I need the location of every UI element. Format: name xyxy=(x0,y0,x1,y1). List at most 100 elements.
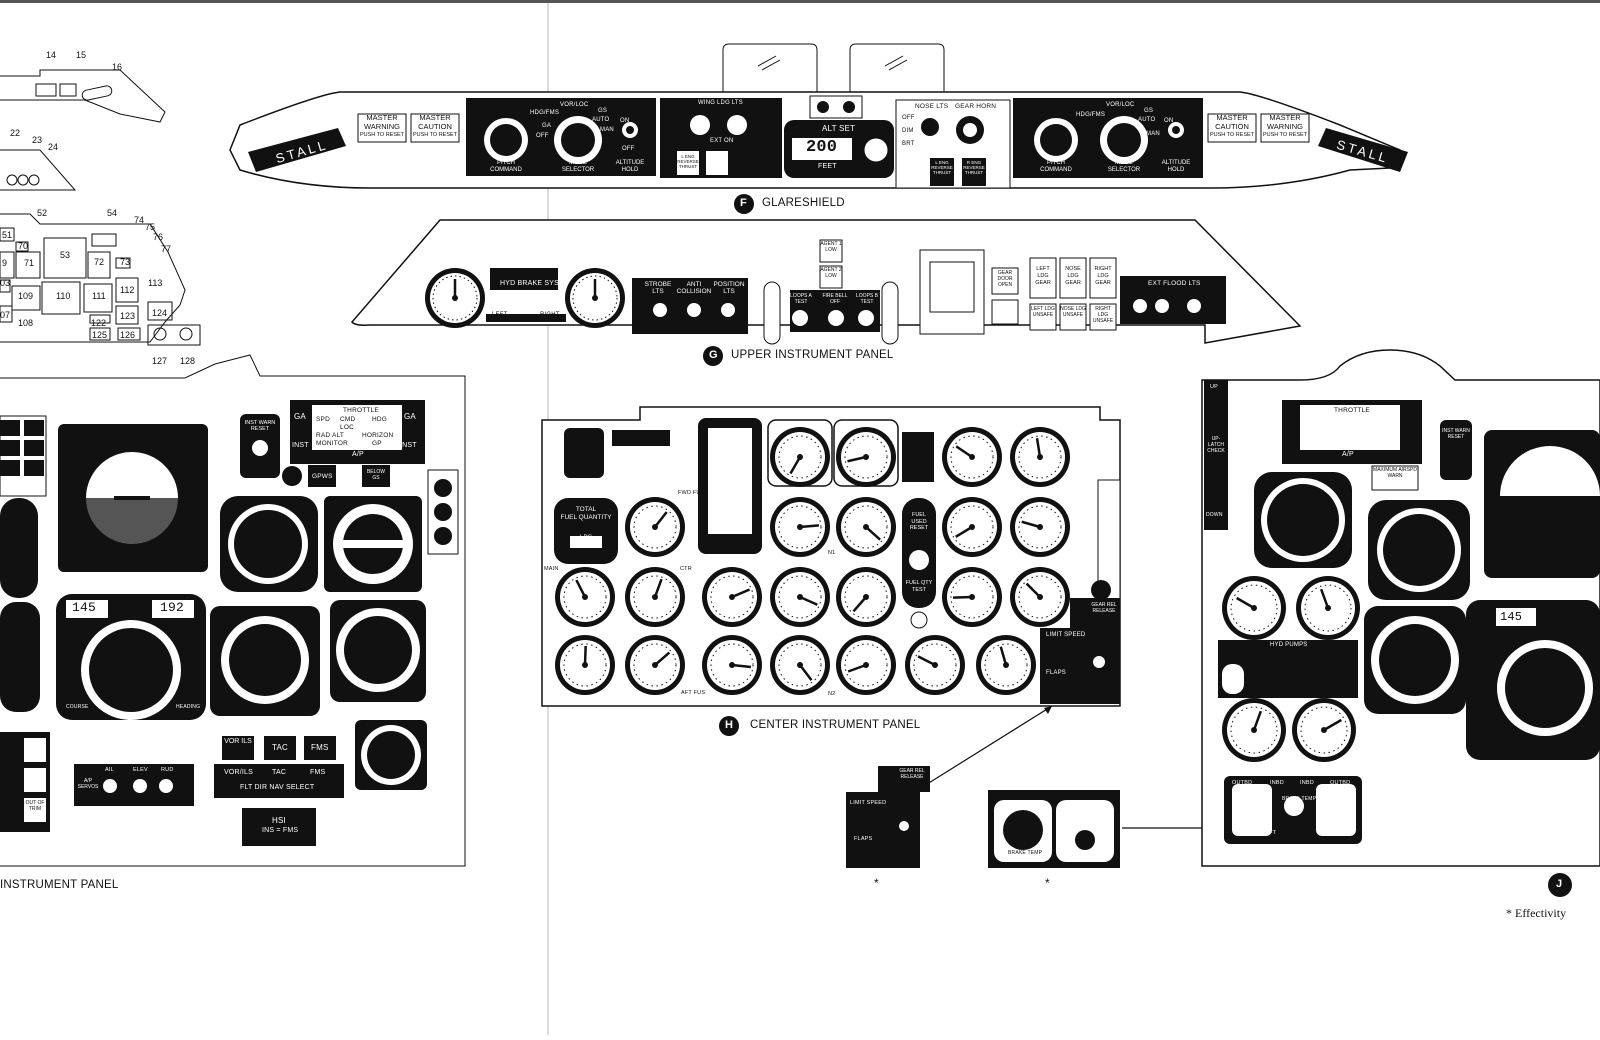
master-warning-line1: MASTER xyxy=(366,113,398,122)
callout-number: 15 xyxy=(76,50,86,60)
inbd-left: INBD xyxy=(1270,780,1284,786)
inbd-right: INBD xyxy=(1300,780,1314,786)
callout-diagram xyxy=(0,69,466,867)
callout-number: 110 xyxy=(56,291,70,301)
section-letter-f: F xyxy=(740,197,747,209)
master-caution-line2: CAUTION xyxy=(418,121,452,131)
down-label: DOWN xyxy=(1206,512,1223,518)
below-gs-button[interactable]: BELOW GS xyxy=(366,469,386,481)
master-warning-right[interactable]: MASTER WARNING PUSH TO RESET xyxy=(1261,113,1309,140)
alt-set-readout: 200 xyxy=(806,138,838,157)
right-ldg-unsafe: RIGHT LDG UNSAFE xyxy=(1092,306,1114,324)
callout-number: 14 xyxy=(46,50,56,60)
elev-label: ELEV xyxy=(133,767,148,773)
callout-number: 22 xyxy=(10,128,20,138)
engine-gauge xyxy=(555,567,615,627)
loops-b-test[interactable]: LOOPS B TEST xyxy=(856,293,878,305)
asterisk-2: * xyxy=(1045,876,1050,890)
master-warning-line3: PUSH TO RESET xyxy=(359,132,405,138)
tac-select[interactable]: TAC xyxy=(272,769,287,776)
ext-on-label: EXT ON xyxy=(710,138,734,144)
inst-left[interactable]: INST xyxy=(292,442,309,449)
fms-button[interactable]: FMS xyxy=(311,743,329,752)
master-caution-left[interactable]: MASTER CAUTION PUSH TO RESET xyxy=(411,113,459,140)
heading-label: HEADING xyxy=(176,704,201,710)
hydraulic-gauge xyxy=(1222,698,1286,762)
mode-spd: SPD xyxy=(316,416,330,423)
engine-gauge xyxy=(770,567,830,627)
throttle-label-right: THROTTLE xyxy=(1334,407,1370,414)
alt-set-label: ALT SET xyxy=(822,124,856,133)
callout-number: 75 xyxy=(145,222,155,232)
on-right: ON xyxy=(1164,118,1174,124)
gauge-bezel xyxy=(833,419,899,487)
callout-number: 74 xyxy=(134,215,144,225)
engine-gauge xyxy=(770,427,830,487)
section-letter-h: H xyxy=(725,719,734,731)
ga-left-panel[interactable]: GA xyxy=(294,412,306,421)
engine-gauge xyxy=(702,635,762,695)
throttle-label-left: THROTTLE xyxy=(343,407,379,414)
maximum-airspd-warn[interactable]: MAXIMUM AIRSPD WARN xyxy=(1373,467,1417,479)
engine-gauge xyxy=(836,635,896,695)
engine-gauge xyxy=(976,635,1036,695)
effectivity-footnote: * Effectivity xyxy=(1506,906,1567,920)
callout-number: 07 xyxy=(0,310,10,320)
engine-gauge xyxy=(836,427,896,487)
section-letter-g: G xyxy=(709,349,718,361)
callout-number: 122 xyxy=(91,318,106,328)
inst-right[interactable]: INST xyxy=(400,442,417,449)
on-left: ON xyxy=(620,118,630,124)
fuel-qty-test[interactable]: FUEL QTY TEST xyxy=(905,580,933,593)
upper-instrument-panel xyxy=(351,219,1302,366)
callout-number: 9 xyxy=(2,258,7,268)
gear-rel-release[interactable]: GEAR REL RELEASE xyxy=(1091,602,1117,614)
r-eng-reverse-thrust-right[interactable]: R ENG REVERSE THRUST xyxy=(963,160,985,175)
mode-gp: GP xyxy=(372,440,382,447)
mode-cmd: CMD xyxy=(340,416,356,423)
master-caution-right[interactable]: MASTER CAUTION PUSH TO RESET xyxy=(1208,113,1256,140)
engine-gauge xyxy=(1010,567,1070,627)
strobe-lts-label: STROBE LTS xyxy=(644,281,672,295)
up-label: UP xyxy=(1210,384,1219,390)
altitude-hold-right: ALTITUDE HOLD xyxy=(1161,160,1191,173)
l-eng-reverse-thrust[interactable]: L ENG REVERSE THRUST xyxy=(677,154,699,169)
section-title-glareshield: GLARESHIELD xyxy=(762,197,845,209)
vor-ils-button[interactable]: VOR ILS xyxy=(224,738,252,745)
brake-temp-inset: BRAKE TEMP xyxy=(1008,850,1043,856)
callout-number: 123 xyxy=(120,311,135,321)
engine-gauge xyxy=(555,635,615,695)
ga-right-side[interactable]: GA xyxy=(404,412,416,421)
fms-select[interactable]: FMS xyxy=(310,769,326,776)
brake-left-label: LEFT xyxy=(1262,830,1277,836)
callout-number: 72 xyxy=(94,257,104,267)
inst-warn-reset-right[interactable]: INST WARN RESET xyxy=(1442,428,1470,440)
master-warning-r-line1: MASTER xyxy=(1269,113,1301,122)
agent1-low[interactable]: AGENT 1 LOW xyxy=(820,241,842,253)
ga-left: GA xyxy=(542,123,552,129)
callout-number: 23 xyxy=(32,135,42,145)
hydraulic-gauge xyxy=(1296,576,1360,640)
fuel-used-reset[interactable]: FUEL USED RESET xyxy=(909,512,929,531)
gpws-button[interactable]: GPWS xyxy=(312,473,333,480)
agent2-low[interactable]: AGENT 2 LOW xyxy=(820,267,842,279)
callout-number: 127 xyxy=(152,356,167,366)
tac-button[interactable]: TAC xyxy=(272,743,289,752)
n2-label: N2 xyxy=(828,691,836,697)
auto-left: AUTO xyxy=(592,117,610,123)
engine-gauge xyxy=(702,567,762,627)
vor-ils-select[interactable]: VOR/ILS xyxy=(224,769,254,776)
section-title-center: CENTER INSTRUMENT PANEL xyxy=(750,719,921,731)
callout-number: 71 xyxy=(24,258,34,268)
ap-label-left: A/P xyxy=(352,451,364,458)
fire-bell-off[interactable]: FIRE BELL OFF xyxy=(822,293,848,305)
hydraulic-gauge xyxy=(1292,698,1356,762)
master-warning-r-line3: PUSH TO RESET xyxy=(1262,132,1308,138)
master-warning-left[interactable]: MASTER WARNING PUSH TO RESET xyxy=(358,113,406,140)
ins-fms-label: INS = FMS xyxy=(262,827,299,834)
aft-fus-label: AFT FUS xyxy=(681,690,706,696)
loops-a-test[interactable]: LOOPS A TEST xyxy=(790,293,812,305)
r-eng-reverse-thrust-left[interactable]: L ENG REVERSE THRUST xyxy=(931,160,953,175)
inst-warn-reset-left[interactable]: INST WARN RESET xyxy=(244,420,276,432)
